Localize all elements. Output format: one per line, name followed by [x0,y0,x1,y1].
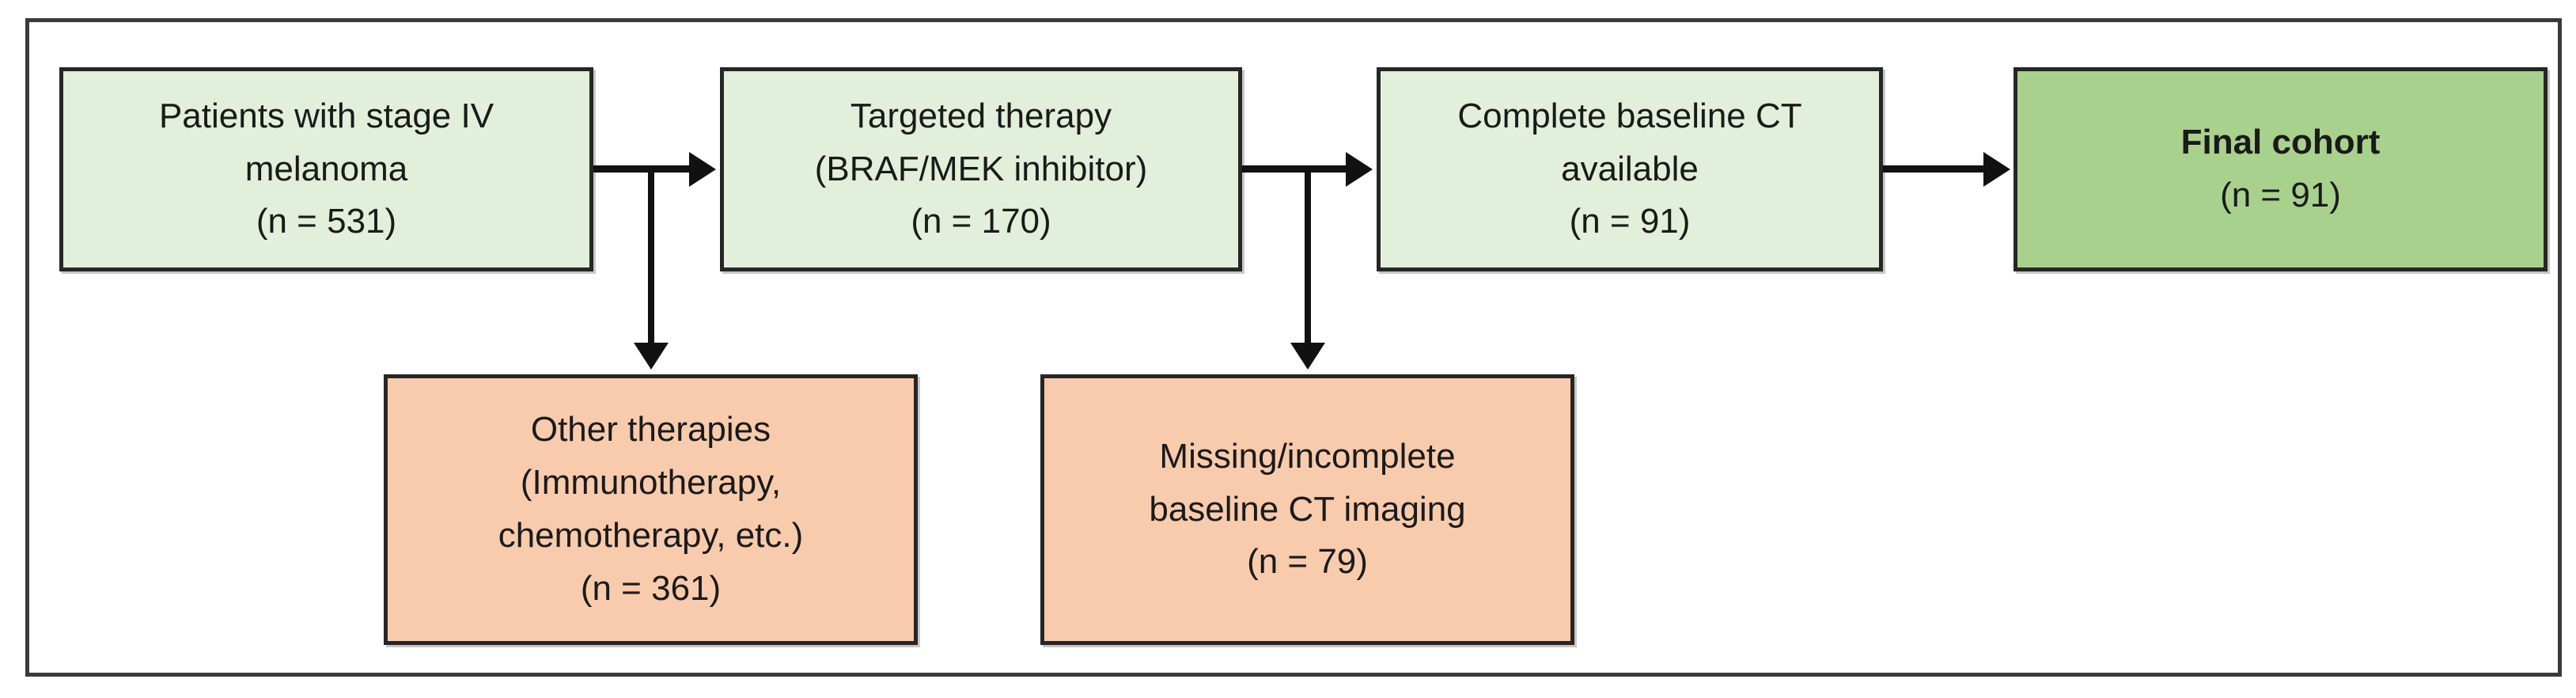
box-final-line1: Final cohort [2180,123,2381,162]
connector-baselinect-to-final-line [1883,165,1987,173]
box-targeted-line2: (BRAF/MEK inhibitor) [814,149,1148,188]
box-other-line2: (Immunotherapy, [520,463,782,503]
box-missing-line1: Missing/incomplete [1159,436,1456,476]
box-missing-incomplete-ct: Missing/incomplete baseline CT imaging (… [1040,374,1574,645]
arrow-right-icon-baselinect-to-final [1983,152,2010,187]
box-stage4-line2: melanoma [244,149,408,188]
box-targeted-count: (n = 170) [911,202,1051,241]
box-other-line3: chemotherapy, etc.) [498,516,804,555]
arrow-right-icon-stage4-to-targeted [689,152,716,187]
box-targeted-therapy: Targeted therapy (BRAF/MEK inhibitor) (n… [720,67,1242,271]
box-baselinect-line2: available [1561,149,1699,188]
box-stage4-line1: Patients with stage IV [158,96,494,135]
box-missing-count: (n = 79) [1247,542,1368,582]
box-baselinect-line1: Complete baseline CT [1457,96,1802,135]
box-complete-baseline-ct: Complete baseline CT available (n = 91) [1377,67,1883,271]
box-patients-stage-iv-melanoma: Patients with stage IV melanoma (n = 531… [59,67,593,271]
box-final-cohort: Final cohort (n = 91) [2013,67,2548,271]
box-other-therapies: Other therapies (Immunotherapy, chemothe… [384,374,918,645]
arrow-down-icon-to-missing-ct [1290,343,1325,370]
box-final-count: (n = 91) [2220,176,2341,214]
box-other-count: (n = 361) [580,568,722,608]
connector-stage4-to-other-therapies-line [648,169,654,344]
connector-targeted-to-baselinect-line [1242,165,1353,173]
arrow-down-icon-to-other-therapies [634,343,669,370]
connector-stage4-to-targeted-line [593,165,696,173]
box-stage4-count: (n = 531) [256,202,397,241]
connector-targeted-to-missingct-line [1305,169,1311,344]
box-baselinect-count: (n = 91) [1569,202,1691,241]
box-targeted-line1: Targeted therapy [850,96,1112,135]
arrow-right-icon-targeted-to-baselinect [1346,152,1373,187]
box-missing-line2: baseline CT imaging [1149,489,1466,529]
diagram-outer-frame: Patients with stage IV melanoma (n = 531… [25,18,2562,677]
box-other-line1: Other therapies [530,410,771,450]
